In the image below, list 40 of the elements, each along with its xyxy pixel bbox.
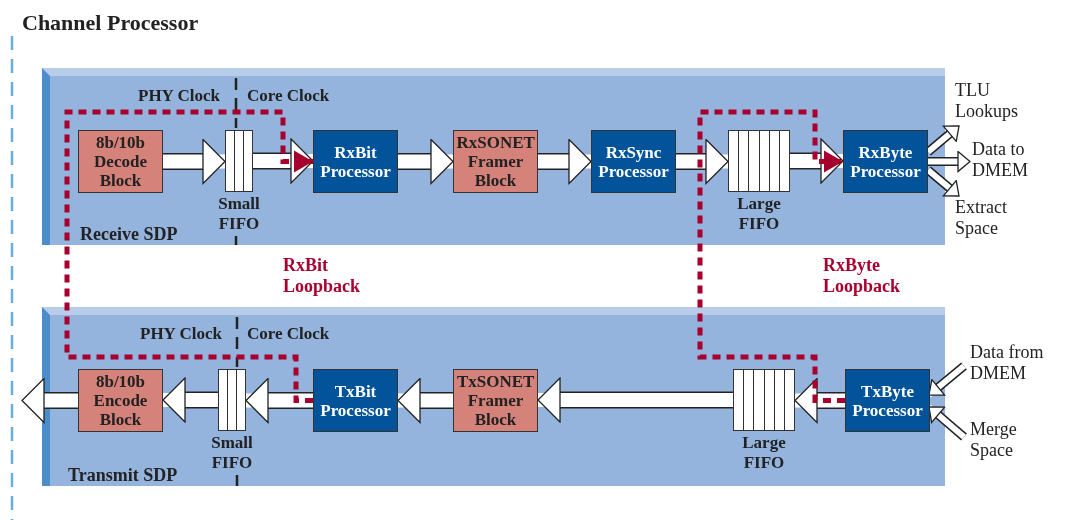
- fifo-caption: Large FIFO: [736, 194, 782, 234]
- block-label: RxByte Processor: [849, 142, 922, 181]
- block-label: TxByte Processor: [851, 381, 924, 420]
- fifo-queue: [218, 369, 246, 431]
- clock-label: PHY Clock: [140, 323, 222, 344]
- fifo-queue: [728, 130, 790, 192]
- fifo-caption: Small FIFO: [210, 433, 254, 473]
- fifo-caption: Small FIFO: [217, 194, 261, 234]
- block-label: RxSONET Framer Block: [455, 133, 536, 190]
- process-block: [591, 130, 676, 193]
- fifo-queue: [733, 369, 795, 431]
- panel-label: Receive SDP: [80, 224, 178, 245]
- process-block: [78, 130, 163, 193]
- block-label: RxBit Processor: [319, 142, 392, 181]
- loopback-label: RxBit Loopback: [283, 255, 362, 297]
- process-block: [313, 130, 398, 193]
- io-label: TLU Lookups: [955, 80, 1035, 122]
- process-block: [78, 369, 163, 432]
- clock-label: Core Clock: [247, 323, 330, 344]
- block-label: 8b/10b Decode Block: [93, 133, 148, 190]
- io-label: Merge Space: [970, 419, 1050, 461]
- block-label: RxSync Processor: [597, 142, 670, 181]
- io-label: Extract Space: [955, 197, 1030, 239]
- block-label: 8b/10b Encode Block: [92, 372, 149, 429]
- block-label: TxBit Processor: [319, 381, 392, 420]
- sdp-panel: [42, 307, 945, 486]
- process-block: [845, 369, 930, 432]
- diagram-title: Channel Processor: [22, 10, 199, 36]
- loopback-label: RxByte Loopback: [823, 255, 902, 297]
- io-label: Data to DMEM: [972, 139, 1052, 181]
- panel-label: Transmit SDP: [68, 465, 178, 486]
- sdp-panel: [42, 68, 945, 245]
- clock-label: PHY Clock: [138, 85, 220, 106]
- fifo-queue: [225, 130, 253, 192]
- process-block: [843, 130, 928, 193]
- process-block: [313, 369, 398, 432]
- block-label: TxSONET Framer Block: [455, 372, 536, 429]
- fifo-caption: Large FIFO: [741, 433, 787, 473]
- clock-label: Core Clock: [247, 85, 330, 106]
- io-label: Data from DMEM: [970, 342, 1062, 384]
